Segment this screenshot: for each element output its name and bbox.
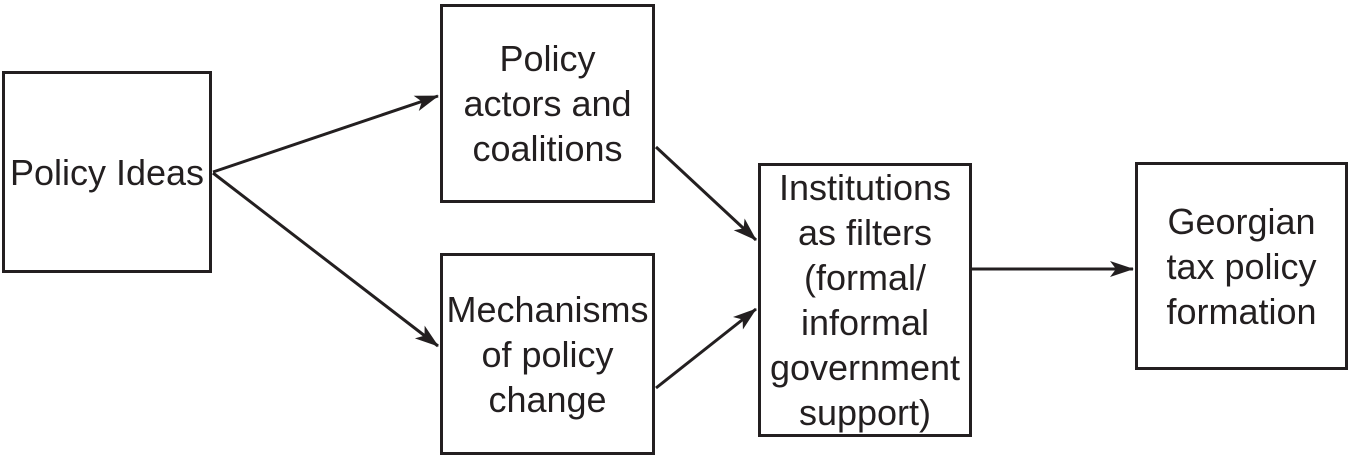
arrow-mechanisms-to-institutions (655, 307, 757, 390)
node-institutions-as-filters: Institutions as filters (formal/ informa… (758, 163, 972, 437)
node-mechanisms-label: Mechanisms of policy change (446, 288, 649, 420)
node-georgian-tax-policy-formation: Georgian tax policy formation (1135, 162, 1348, 370)
node-georgian-tax-label: Georgian tax policy formation (1166, 200, 1317, 332)
node-policy-ideas: Policy Ideas (2, 71, 212, 273)
arrow-policy-actors-to-institutions (654, 145, 758, 242)
node-policy-actors-and-coalitions: Policy actors and coalitions (440, 4, 655, 203)
node-policy-actors-label: Policy actors and coalitions (463, 38, 632, 169)
arrow-policy-ideas-to-policy-actors (212, 94, 439, 174)
arrow-policy-ideas-to-mechanisms (212, 171, 439, 348)
node-policy-ideas-label: Policy Ideas (9, 151, 205, 193)
node-institutions-label: Institutions as filters (formal/ informa… (769, 167, 961, 433)
node-mechanisms-of-policy-change: Mechanisms of policy change (440, 253, 655, 455)
